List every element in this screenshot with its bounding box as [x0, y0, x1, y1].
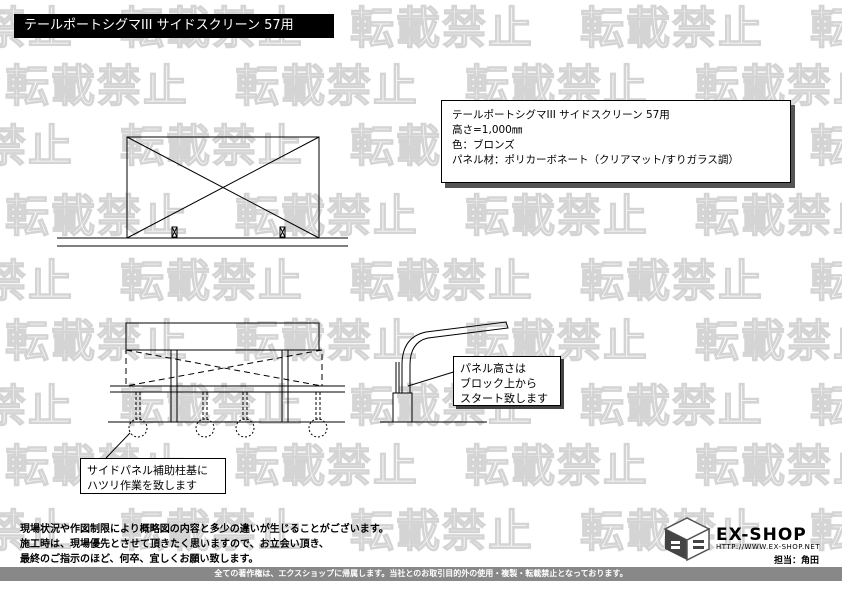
spec-height: 高さ=1,000㎜	[452, 124, 523, 136]
drawing-title: テールポートシグマIII サイドスクリーン 57用	[14, 14, 334, 38]
logo-name: EX-SHOP	[716, 525, 807, 545]
note-line: 施工時は、現場優先とさせて頂きたく思いますので、お立会い頂き、	[20, 539, 329, 550]
staff-label: 担当：角田	[774, 556, 820, 566]
callout-line: サイドパネル補助柱基に	[87, 464, 208, 477]
spec-product-name: テールポートシグマIII サイドスクリーン 57用	[452, 109, 670, 121]
note-line: 現場状況や作図制限により概略図の内容と多少の違いが生じることがございます。	[20, 524, 389, 535]
ex-shop-logo-icon	[663, 517, 711, 562]
callout-panel-height: パネル高さは ブロック上から スタート致します	[453, 356, 561, 406]
spec-color: 色：ブロンズ	[452, 139, 515, 151]
copyright-footer: 全ての著作権は、エクスショップに帰属します。当社とのお取引目的外の使用・複製・転…	[0, 567, 842, 581]
logo-url: HTTP://WWW.EX-SHOP.NET	[716, 543, 821, 551]
side-elevation	[105, 322, 345, 459]
callout-hatsuri: サイドパネル補助柱基に ハツリ作業を致します	[80, 458, 226, 494]
callout-line: パネル高さは	[460, 362, 526, 375]
callout-line: ブロック上から	[460, 377, 537, 390]
disclaimer-notes: 現場状況や作図制限により概略図の内容と多少の違いが生じることがございます。 施工…	[20, 522, 389, 567]
callout-line: ハツリ作業を致します	[87, 479, 197, 492]
note-line: 最終のご指示のほど、何卒、宜しくお願い致します。	[20, 554, 259, 565]
callout-line: スタート致します	[460, 392, 548, 405]
front-elevation	[57, 136, 348, 247]
section-view	[380, 321, 509, 423]
spec-panel-material: パネル材：ポリカーボネート（クリアマット/すりガラス調）	[452, 154, 739, 166]
spec-box: テールポートシグマIII サイドスクリーン 57用 高さ=1,000㎜ 色：ブロ…	[441, 100, 791, 183]
